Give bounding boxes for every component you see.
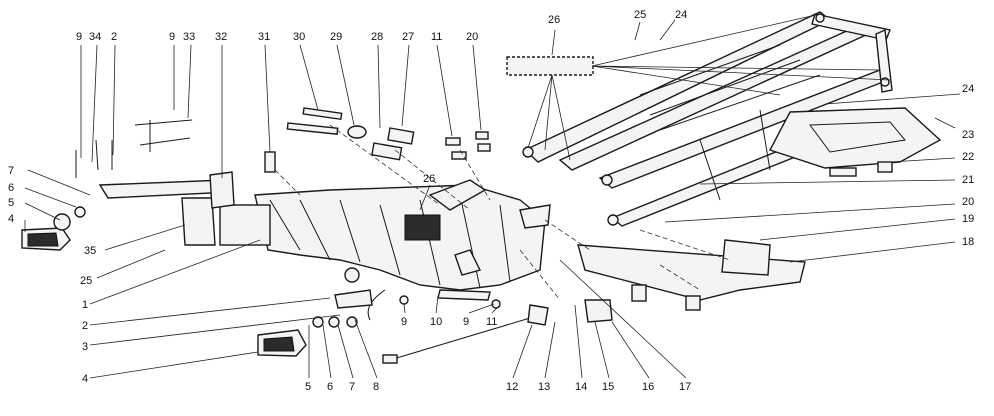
callout-24-top: 24 <box>675 9 687 21</box>
callout-2-top: 2 <box>111 31 117 43</box>
callout-25-top: 25 <box>634 9 646 21</box>
callout-6-left: 6 <box>8 182 14 194</box>
headlight-assembly <box>21 119 307 357</box>
callout-12: 12 <box>506 381 518 393</box>
callout-labels: 9 34 2 9 33 32 31 30 29 28 27 11 20 26 2… <box>8 9 974 393</box>
callout-26-top: 26 <box>548 14 560 26</box>
callout-9-top-a: 9 <box>76 31 82 43</box>
callout-2-left: 2 <box>82 320 88 332</box>
callout-19: 19 <box>962 213 974 225</box>
callout-14: 14 <box>575 381 587 393</box>
callout-28: 28 <box>371 31 383 43</box>
callout-13: 13 <box>538 381 550 393</box>
callout-31: 31 <box>258 31 270 43</box>
callout-9-top-b: 9 <box>169 31 175 43</box>
callout-29: 29 <box>330 31 342 43</box>
callout-5-left: 5 <box>8 197 14 209</box>
callout-32: 32 <box>215 31 227 43</box>
callout-27: 27 <box>402 31 414 43</box>
callout-34: 34 <box>89 31 101 43</box>
callout-33: 33 <box>183 31 195 43</box>
assembly-lines <box>274 124 731 301</box>
callout-10: 10 <box>430 316 442 328</box>
callout-26-middle: 26 <box>423 173 435 185</box>
callout-11-top: 11 <box>431 31 442 43</box>
callout-9-bottom-b: 9 <box>463 316 469 328</box>
callout-21: 21 <box>962 174 974 186</box>
callout-4-bottom-left: 4 <box>82 373 88 385</box>
callout-9-bottom-a: 9 <box>401 316 407 328</box>
callout-23: 23 <box>962 129 974 141</box>
callout-35: 35 <box>84 245 96 257</box>
callout-18: 18 <box>962 236 974 248</box>
leader-lines <box>24 13 961 379</box>
callout-7-bottom: 7 <box>349 381 355 393</box>
wiring-fittings <box>312 267 613 364</box>
callout-11-bottom: 11 <box>486 316 497 328</box>
callout-24-right: 24 <box>962 83 974 95</box>
callout-20-right: 20 <box>962 196 974 208</box>
callout-7-left: 7 <box>8 165 14 177</box>
bolts-spacers <box>264 56 594 173</box>
callout-20-top: 20 <box>466 31 478 43</box>
callout-5-bottom: 5 <box>305 381 311 393</box>
lower-panel <box>577 239 806 311</box>
callout-16: 16 <box>642 381 654 393</box>
callout-15: 15 <box>602 381 614 393</box>
callout-1: 1 <box>82 299 88 311</box>
main-frame <box>219 179 551 291</box>
callout-30: 30 <box>293 31 305 43</box>
callout-3: 3 <box>82 341 88 353</box>
callout-4-left: 4 <box>8 213 14 225</box>
callout-22: 22 <box>962 151 974 163</box>
callout-25-left: 25 <box>80 275 92 287</box>
callout-17: 17 <box>679 381 691 393</box>
callout-6-bottom: 6 <box>327 381 333 393</box>
tray-plate <box>768 107 942 177</box>
callout-8: 8 <box>373 381 379 393</box>
